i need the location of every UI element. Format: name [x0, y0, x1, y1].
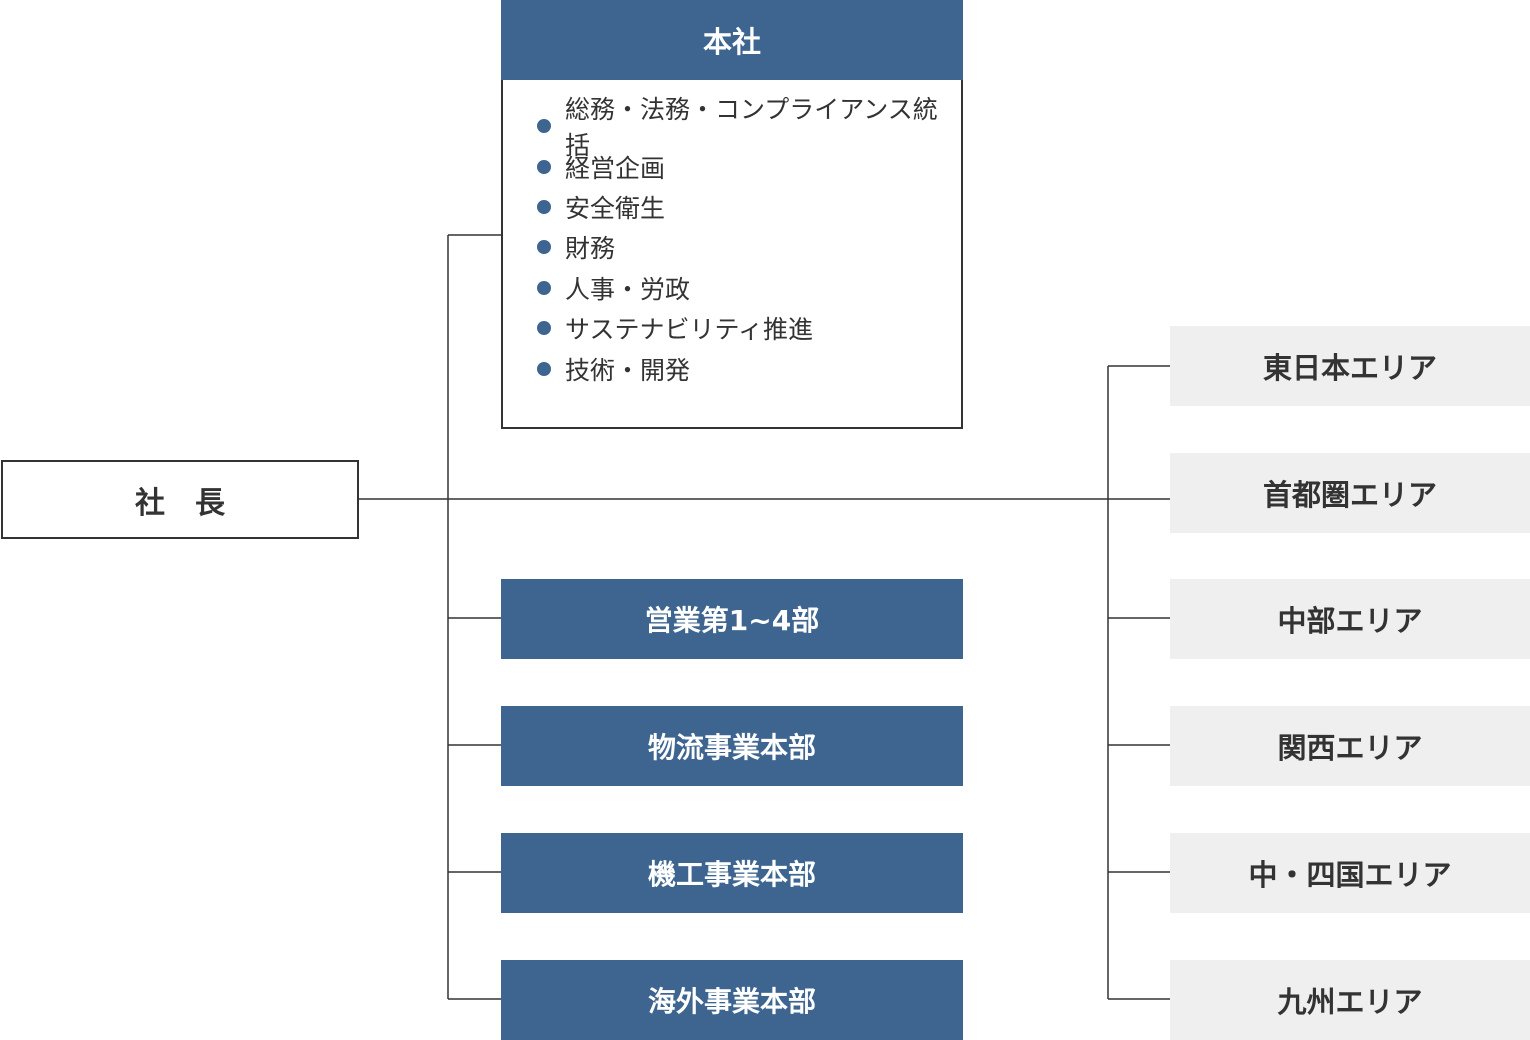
division-box-machinery: 機工事業本部	[501, 833, 963, 913]
division-box-logistics: 物流事業本部	[501, 706, 963, 786]
division-box-overseas: 海外事業本部	[501, 960, 963, 1040]
area-box-kyushu: 九州エリア	[1170, 960, 1530, 1040]
division-label: 海外事業本部	[647, 985, 816, 1018]
headquarters-title: 本社	[702, 25, 761, 59]
area-box-east-japan: 東日本エリア	[1170, 326, 1530, 406]
area-box-chugoku-shikoku: 中・四国エリア	[1170, 833, 1530, 913]
headquarters-function-item: 安全衛生	[537, 187, 961, 227]
headquarters-function-list: 総務・法務・コンプライアンス統括 経営企画 安全衛生 財務 人事・労政 サステナ…	[503, 80, 961, 389]
headquarters-function-item: 財務	[537, 227, 961, 267]
headquarters-body: 総務・法務・コンプライアンス統括 経営企画 安全衛生 財務 人事・労政 サステナ…	[501, 80, 963, 429]
area-label: 中・四国エリア	[1248, 858, 1452, 892]
area-box-chubu: 中部エリア	[1170, 579, 1530, 659]
headquarters-function-label: 技術・開発	[565, 355, 691, 385]
headquarters-function-item: 技術・開発	[537, 348, 961, 388]
area-box-capital: 首都圏エリア	[1170, 453, 1530, 533]
president-box: 社 長	[1, 460, 359, 539]
area-label: 関西エリア	[1277, 731, 1423, 765]
area-label: 中部エリア	[1277, 604, 1423, 638]
area-label: 首都圏エリア	[1262, 478, 1437, 512]
area-box-kansai: 関西エリア	[1170, 706, 1530, 786]
headquarters-function-label: 総務・法務・コンプライアンス統括	[565, 95, 938, 161]
division-label: 物流事業本部	[647, 731, 816, 764]
area-label: 九州エリア	[1277, 985, 1423, 1019]
bullet-icon	[537, 361, 551, 376]
bullet-icon	[537, 159, 551, 174]
headquarters-function-item: サステナビリティ推進	[537, 308, 961, 348]
headquarters-function-label: 財務	[565, 234, 616, 264]
division-label: 機工事業本部	[647, 858, 816, 891]
bullet-icon	[537, 240, 551, 255]
headquarters-function-label: サステナビリティ推進	[565, 315, 814, 345]
president-label: 社 長	[135, 485, 225, 521]
bullet-icon	[537, 280, 551, 295]
headquarters-function-item: 総務・法務・コンプライアンス統括	[537, 95, 961, 160]
area-label: 東日本エリア	[1262, 351, 1437, 385]
headquarters-function-item: 人事・労政	[537, 268, 961, 308]
headquarters-function-item: 経営企画	[537, 146, 961, 186]
headquarters-box: 本社 総務・法務・コンプライアンス統括 経営企画 安全衛生 財務 人事・労政 サ…	[501, 0, 963, 429]
division-label: 営業第1~4部	[644, 604, 820, 637]
headquarters-header: 本社	[501, 0, 963, 80]
bullet-icon	[537, 321, 551, 336]
headquarters-function-label: 経営企画	[565, 153, 666, 183]
division-box-sales: 営業第1~4部	[501, 579, 963, 659]
bullet-icon	[537, 119, 551, 134]
headquarters-function-label: 人事・労政	[565, 274, 691, 304]
headquarters-function-label: 安全衛生	[565, 193, 666, 223]
bullet-icon	[537, 199, 551, 214]
